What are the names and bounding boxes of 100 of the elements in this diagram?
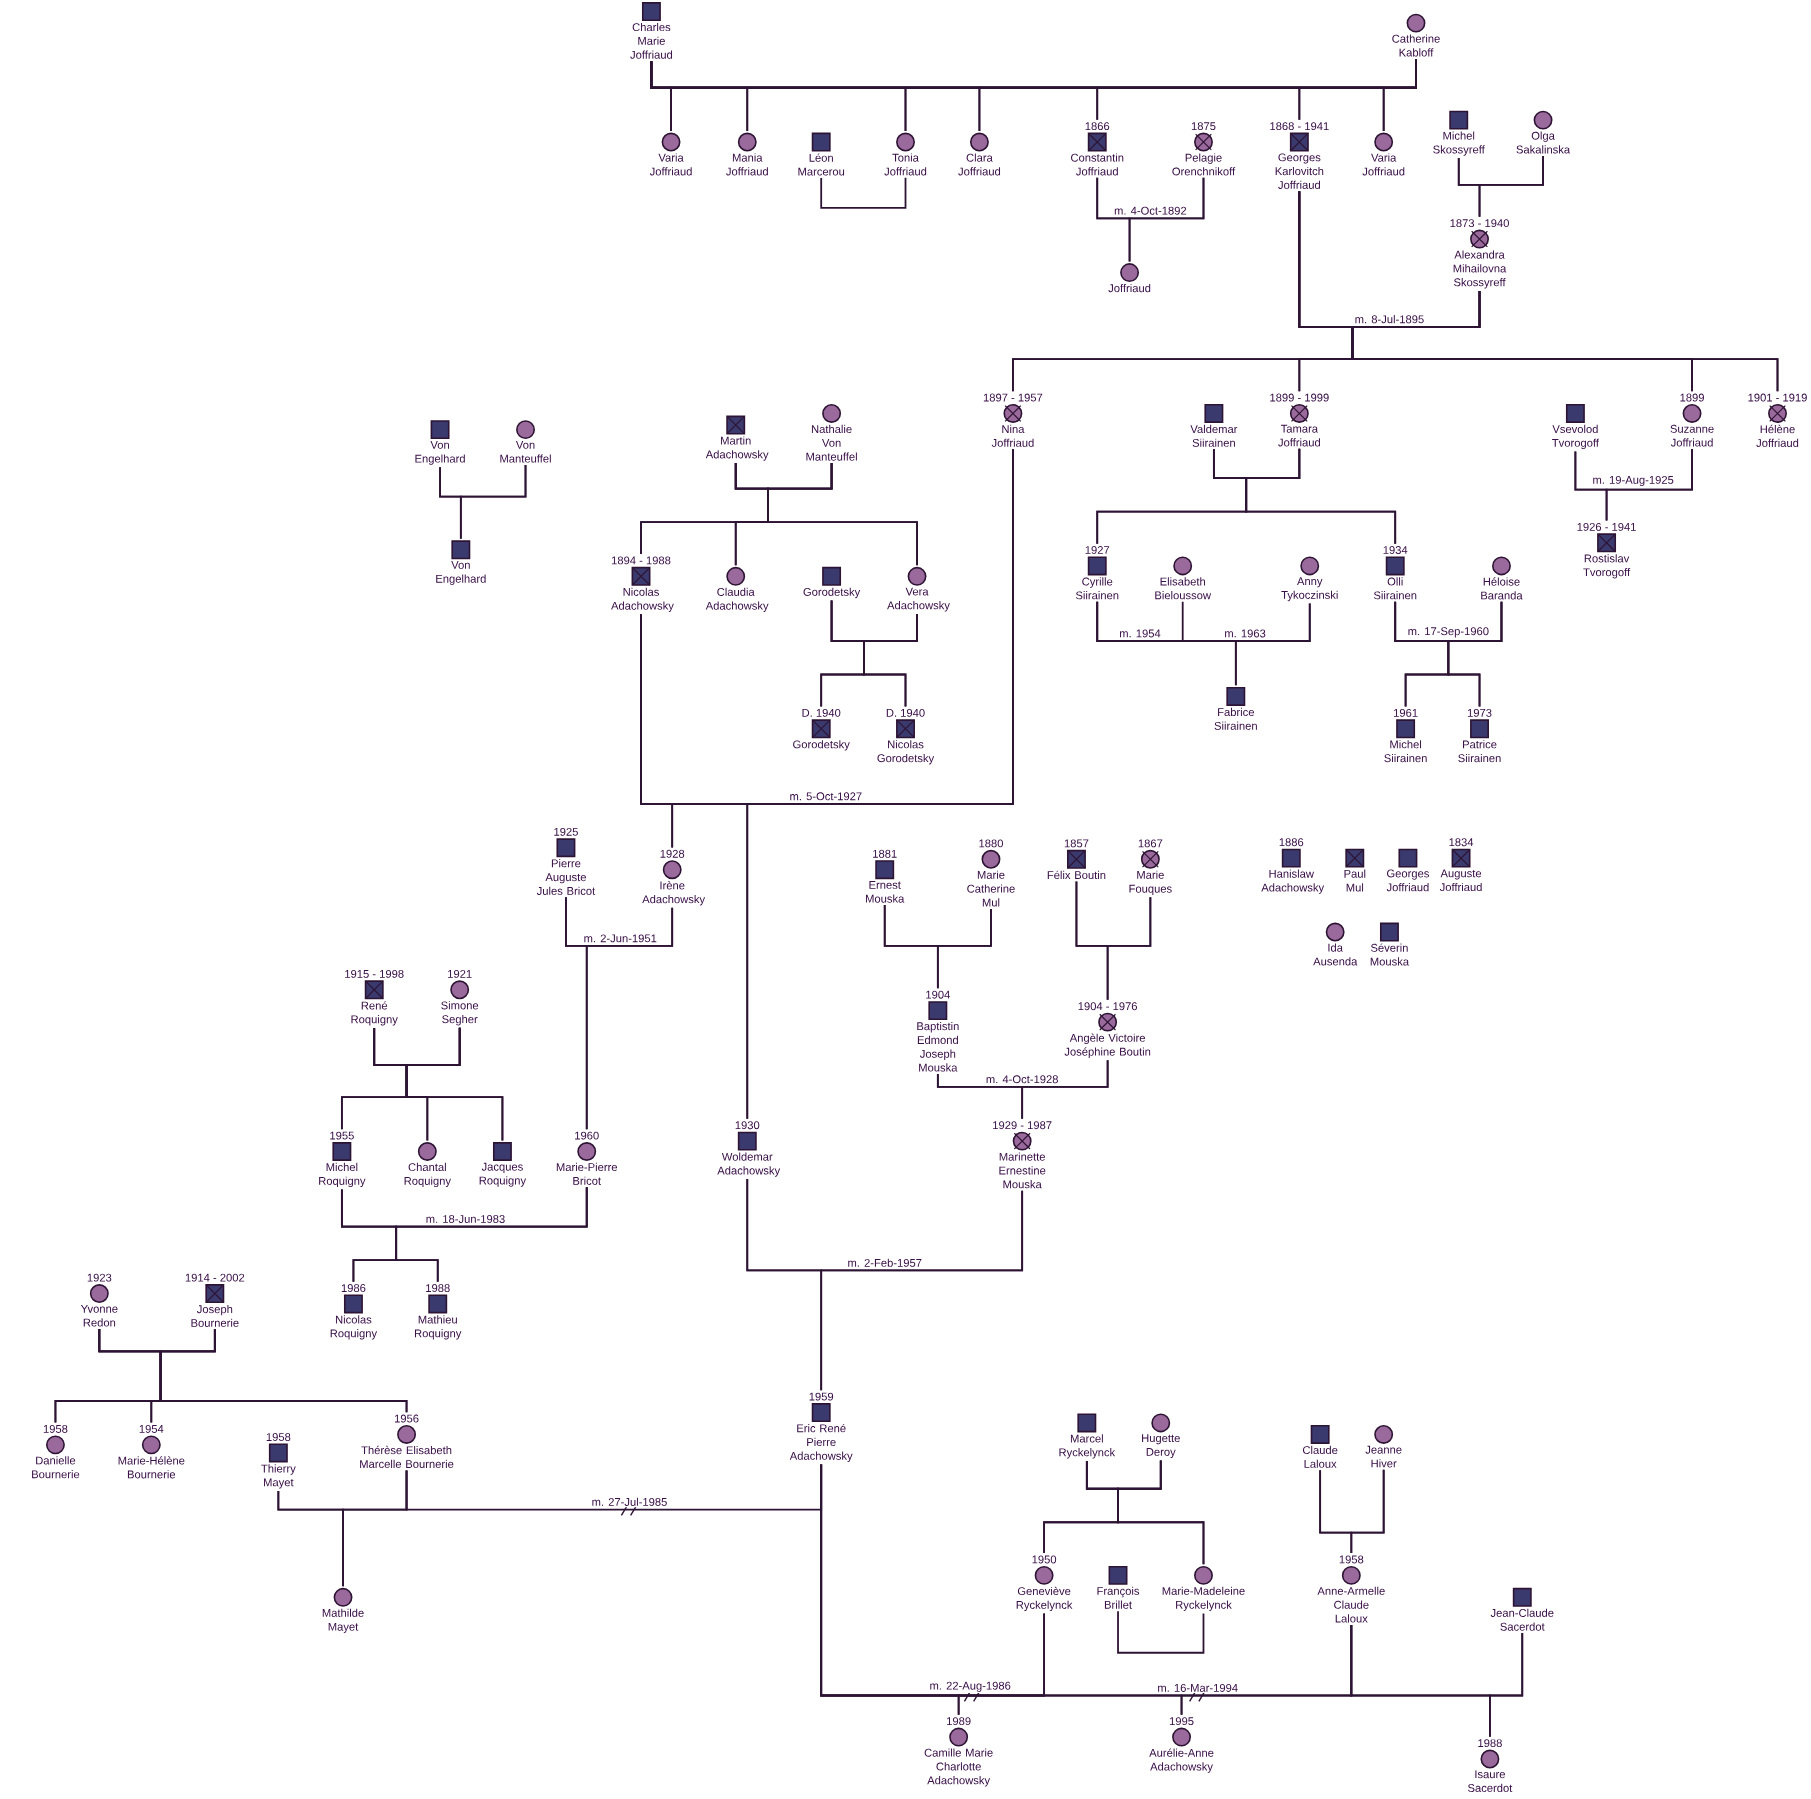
descent-line xyxy=(1605,447,1693,522)
person-name: Vera Adachowsky xyxy=(887,587,950,612)
marriage-label: m. 2-Jun-1951 xyxy=(582,933,659,944)
person-name: Jacques Roquigny xyxy=(479,1162,527,1187)
descent-line xyxy=(820,1189,1024,1391)
descent-line xyxy=(1478,154,1544,218)
marriage-label: m. 18-Jun-1983 xyxy=(424,1213,507,1224)
marriage-label: m. 27-Jul-1985 xyxy=(590,1496,669,1507)
descent-line xyxy=(936,907,992,989)
person-name: Olli Siirainen xyxy=(1373,577,1417,600)
descent-line xyxy=(1489,1632,1524,1738)
person-name: Marie Catherine Mul xyxy=(967,870,1015,907)
life-dates: 1894 - 1988 xyxy=(611,556,671,565)
life-dates: 1954 xyxy=(139,1424,164,1433)
marriage-label: m. 1954 xyxy=(1118,628,1162,639)
person-name: Georges Karlovitch Joffriaud xyxy=(1275,153,1324,189)
person-name: Nathalie Von Manteuffel xyxy=(806,424,857,461)
person-name: Marie-Madeleine Ryckelynck xyxy=(1162,1586,1245,1611)
descent-line xyxy=(395,1186,588,1283)
marriage-label: m. 5-Oct-1927 xyxy=(788,790,864,802)
descent-line xyxy=(1350,1468,1385,1554)
person-name: Anne-Armelle Claude Laloux xyxy=(1317,1586,1385,1623)
person-name: Thierry Mayet xyxy=(261,1464,296,1489)
life-dates: 1955 xyxy=(330,1131,354,1140)
person-name: Marie-Hélène Bournerie xyxy=(118,1456,185,1479)
person-name: Gorodetsky xyxy=(793,739,850,751)
life-dates: 1934 xyxy=(1383,545,1408,554)
life-dates: 1995 xyxy=(1169,1717,1194,1725)
life-dates: 1973 xyxy=(1467,708,1492,717)
life-dates: 1986 xyxy=(341,1283,366,1292)
life-dates: 1929 - 1987 xyxy=(993,1121,1052,1129)
descent-line xyxy=(1021,1059,1109,1120)
person-name: René Roquigny xyxy=(351,1000,398,1026)
person-name: Jean-Claude Sacerdot xyxy=(1490,1608,1554,1631)
life-dates: 1928 xyxy=(660,849,685,858)
person-name: Simone Segher xyxy=(441,1000,479,1026)
person-name: Marcel Ryckelynck xyxy=(1059,1434,1116,1459)
life-dates: 1950 xyxy=(1032,1555,1057,1564)
life-dates: 1956 xyxy=(394,1414,419,1423)
person-name: Héloise Baranda xyxy=(1481,577,1523,600)
life-dates: 1958 xyxy=(1339,1555,1364,1564)
person-name: Claudia Adachowsky xyxy=(705,587,769,612)
person-name: Joseph Bournerie xyxy=(191,1304,239,1327)
life-dates: 1959 xyxy=(809,1392,834,1401)
person-name: Chantal Roquigny xyxy=(404,1162,451,1187)
person-name: Anny Tykoczinski xyxy=(1281,577,1338,601)
person-name: Tonia Joffriaud xyxy=(884,153,927,176)
person-name: Geneviève Ryckelynck xyxy=(1016,1586,1073,1611)
descent-line xyxy=(459,463,527,540)
life-dates: 1866 xyxy=(1085,122,1110,130)
person-name: Von Manteuffel xyxy=(500,440,551,463)
life-dates: 1958 xyxy=(266,1432,291,1441)
descent-line xyxy=(1117,1459,1205,1565)
person-name: Hugette Deroy xyxy=(1142,1434,1180,1458)
person-name: Michel Skossyreff xyxy=(1433,131,1485,156)
person-name: Marie-Pierre Bricot xyxy=(556,1162,618,1185)
life-dates: D. 1940 xyxy=(886,708,925,717)
person-name: Tamara Joffriaud xyxy=(1278,424,1320,447)
person-name: Catherine Kabloff xyxy=(1392,34,1440,57)
descent-line xyxy=(746,448,1014,1120)
person-name: Valdemar Siirainen xyxy=(1190,424,1238,447)
person-name: Suzanne Joffriaud xyxy=(1670,424,1714,447)
person-name: Léon Marcerou xyxy=(798,153,845,176)
life-dates: 1868 - 1941 xyxy=(1270,122,1329,130)
person-name: Patrice Siirainen xyxy=(1458,739,1501,762)
person-name: Pelagie Orenchnikoff xyxy=(1172,153,1236,176)
life-dates: 1961 xyxy=(1394,708,1418,717)
life-dates: 1915 - 1998 xyxy=(345,969,404,978)
life-dates: 1904 - 1976 xyxy=(1078,1002,1137,1010)
person-name: Eric René Pierre Adachowsky xyxy=(789,1423,853,1462)
person-name: Cyrille Siirainen xyxy=(1075,577,1119,600)
person-name: Ida Ausenda xyxy=(1313,943,1358,966)
life-dates: 1897 - 1957 xyxy=(983,393,1043,402)
life-dates: 1873 - 1940 xyxy=(1450,219,1509,227)
life-dates: 1988 xyxy=(426,1283,450,1292)
person-name: Camille Marie Charlotte Adachowsky xyxy=(924,1748,993,1787)
person-name: Auguste Joffriaud xyxy=(1439,869,1482,891)
descent-line xyxy=(159,1328,408,1413)
person-name: Claude Laloux xyxy=(1302,1445,1338,1468)
person-name: Thérèse Elisabeth Marcelle Bournerie xyxy=(360,1445,454,1468)
marriage-label: m. 8-Jul-1895 xyxy=(1353,313,1426,325)
person-name: Joffriaud xyxy=(1108,283,1151,292)
marriage-label: m. 1963 xyxy=(1223,628,1268,639)
person-name: Félix Boutin xyxy=(1047,870,1106,879)
person-name: Marinette Ernestine Mouska xyxy=(999,1152,1046,1189)
life-dates: 1925 xyxy=(554,827,578,836)
marriage-label: m. 17-Sep-1960 xyxy=(1406,625,1491,639)
marriage-label: m. 2-Feb-1957 xyxy=(846,1257,924,1268)
life-dates: 1930 xyxy=(735,1121,760,1129)
person-name: Ernest Mouska xyxy=(866,880,905,903)
person-name: Mania Joffriaud xyxy=(726,153,768,176)
person-name: Constantin Joffriaud xyxy=(1071,153,1124,176)
marriage-label: m. 19-Aug-1925 xyxy=(1591,474,1675,488)
marriage-label: m. 4-Oct-1892 xyxy=(1112,205,1188,216)
person-name: Michel Siirainen xyxy=(1384,739,1427,762)
descent-line xyxy=(1382,57,1417,132)
life-dates: 1988 xyxy=(1478,1738,1502,1747)
marriage-line xyxy=(1117,1610,1205,1654)
person-name: Gorodetsky xyxy=(803,587,861,598)
marriage-label: m. 22-Aug-1986 xyxy=(928,1680,1013,1693)
